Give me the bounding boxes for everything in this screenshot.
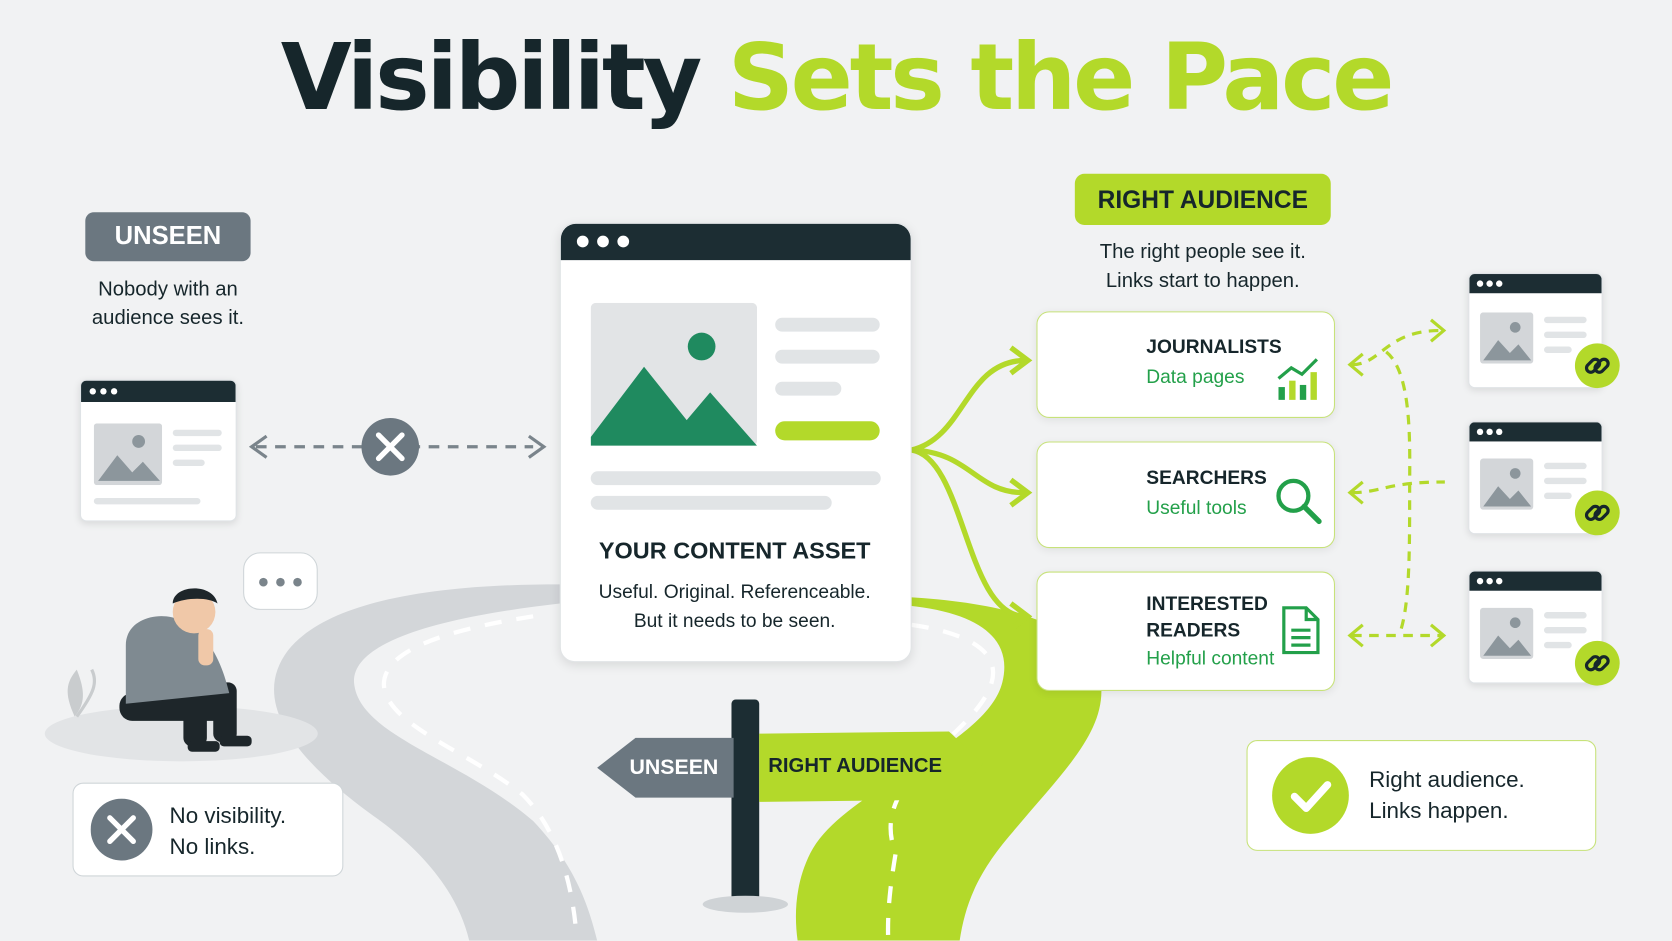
audience-subtitle: Data pages [1146,365,1245,388]
sign-unseen-shape [597,737,734,798]
page-title: Visibility Sets the Pace [0,19,1672,136]
audience-name-line1: INTERESTED [1146,592,1268,615]
right-audience-description-line1: The right people see it. [1099,240,1306,264]
signpost-pole [731,699,760,903]
asset-subtext: Useful. Original. Referenceable. But it … [560,578,910,636]
right-audience-description-line2: Links start to happen. [1105,269,1300,293]
asset-subtext-line1: Useful. Original. Referenceable. [598,581,871,603]
audience-card-searchers: SEARCHERS Useful tools [1036,441,1336,549]
branch-arrow-searchers-head [1009,477,1033,508]
unseen-description: Nobody with an audience sees it. [64,275,272,333]
blocked-x-icon [375,432,405,462]
link-badge-icon [1574,490,1620,536]
unseen-badge: UNSEEN [85,212,251,262]
no-visibility-status-card: No visibility. No links. [72,782,344,877]
image-placeholder-icon [1480,458,1534,510]
link-badge-icon [1574,640,1620,686]
branch-arrow-searchers [911,447,1024,496]
audience-name: SEARCHERS [1146,467,1267,489]
sign-right-audience-label: RIGHT AUDIENCE [768,754,943,778]
branch-arrow-journalists-head [1009,345,1033,376]
links-happen-status-card: Right audience. Links happen. [1246,740,1597,851]
title-part-lime: Sets the Pace [727,24,1395,132]
links-happen-text: Links happen. [1369,798,1509,824]
audience-card-journalists: JOURNALISTS Data pages [1036,311,1336,418]
linking-website-3 [1468,570,1603,684]
audience-card-readers: INTERESTED READERS Helpful content [1036,571,1336,691]
link-arrows [1351,328,1445,638]
document-icon [1282,606,1320,655]
bar-chart-icon [1277,358,1319,400]
sign-unseen-label: UNSEEN [629,756,719,780]
asset-subtext-line2: But it needs to be seen. [633,609,836,632]
no-links-text: No links. [169,834,256,860]
image-placeholder-icon [1480,607,1534,659]
right-audience-text: Right audience. [1369,767,1525,793]
sign-right-audience-shape [759,731,984,802]
unseen-road [274,584,598,941]
magnifier-icon [1276,478,1322,525]
asset-heading: YOUR CONTENT ASSET [598,537,871,565]
audience-name: JOURNALISTS [1146,335,1282,358]
branch-arrow-readers-head [1009,601,1033,632]
unseen-website-window [79,379,237,522]
asset-window-bar [560,223,911,261]
title-part-dark: Visibility [280,24,703,132]
unseen-arrow-left-head [248,434,268,459]
right-audience-badge: RIGHT AUDIENCE [1074,173,1331,225]
branch-arrow-journalists [910,357,1024,453]
mountain-image-icon [590,302,758,446]
checkmark-circle-icon [1272,757,1349,834]
no-visibility-text: No visibility. [169,803,287,829]
image-placeholder-icon [93,423,163,486]
branch-arrow-readers [910,447,1025,619]
audience-subtitle: Useful tools [1146,496,1247,519]
unseen-description-line2: audience sees it. [91,307,244,330]
image-placeholder-icon [1480,312,1534,364]
audience-subtitle: Helpful content [1146,647,1275,669]
audience-name-line2: READERS [1146,619,1241,641]
link-arrow-heads [1347,318,1447,648]
speech-bubble [243,552,318,610]
sad-person-illustration [44,588,318,762]
highlight-line [775,421,880,441]
right-audience-description: The right people see it. Links start to … [1056,238,1350,296]
x-circle-icon [90,798,153,861]
content-asset-card [559,222,912,663]
link-badge-icon [1574,343,1620,389]
unseen-description-line1: Nobody with an [98,278,238,301]
unseen-road-dashes [381,614,578,928]
unseen-arrow-right-head [527,434,547,459]
